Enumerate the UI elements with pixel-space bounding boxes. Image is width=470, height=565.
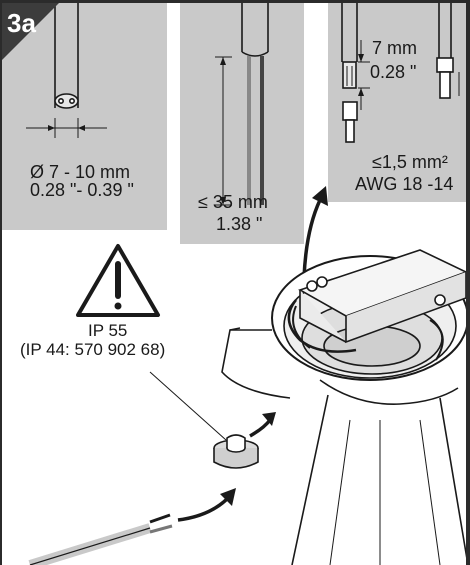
- right-border: [466, 0, 470, 565]
- left-border: [0, 0, 2, 565]
- awg-label: AWG 18 -14: [355, 174, 454, 194]
- diameter-inch-label: 0.28 "- 0.39 ": [30, 180, 134, 200]
- diameter-mm-label: Ø 7 - 10 mm: [30, 162, 131, 182]
- alt-ip-rating-label: (IP 44: 570 902 68): [20, 340, 166, 359]
- cable-diameter-panel: [2, 2, 167, 230]
- ip-rating-label: IP 55: [88, 321, 128, 340]
- length-mm-label: ≤ 35 mm: [198, 192, 268, 212]
- step-number: 3a: [7, 8, 36, 38]
- strip-inch-label: 0.28 ": [370, 62, 417, 82]
- strip-mm-label: 7 mm: [372, 38, 417, 58]
- top-border: [0, 0, 470, 3]
- length-inch-label: 1.38 ": [216, 214, 263, 234]
- cross-section-label: ≤1,5 mm²: [372, 152, 448, 172]
